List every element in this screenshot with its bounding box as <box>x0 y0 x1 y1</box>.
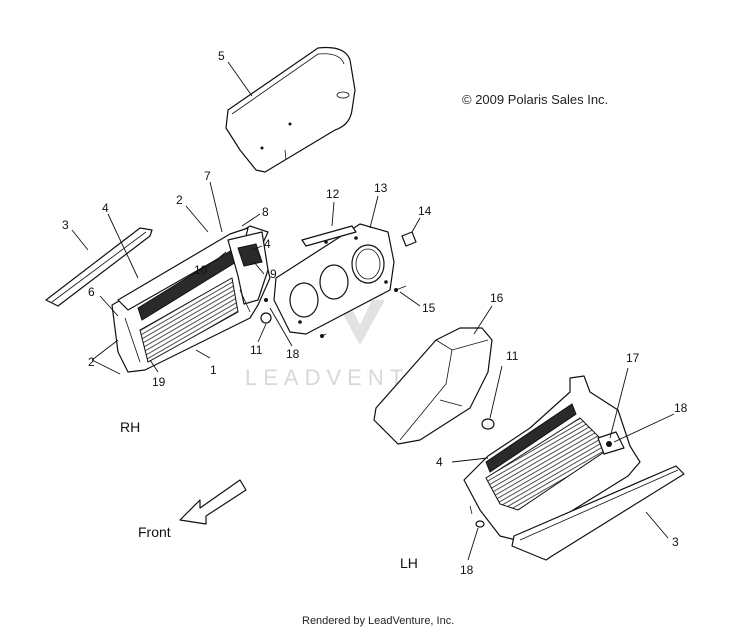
callout-9: 9 <box>270 267 277 281</box>
part-18-lh-fastener <box>475 520 485 528</box>
callout-10: 10 <box>194 263 208 277</box>
callout-3-lh: 3 <box>672 535 679 549</box>
part-3-rh-trim-strip <box>45 227 153 307</box>
callout-17: 17 <box>626 351 640 365</box>
part-15-screws <box>320 285 407 338</box>
lh-dash-panel <box>463 375 641 541</box>
callout-6: 6 <box>88 285 95 299</box>
callout-8: 8 <box>262 205 269 219</box>
part-16-storage-cover <box>373 327 493 445</box>
callout-18-lh-right: 18 <box>674 401 688 415</box>
callout-2-rh-bottom: 2 <box>88 355 95 369</box>
part-5-cover-panel <box>225 46 356 173</box>
callout-2-rh-top: 2 <box>176 193 183 207</box>
callout-14: 14 <box>418 204 432 218</box>
callout-11-rh: 11 <box>250 343 263 357</box>
callout-7: 7 <box>204 169 211 183</box>
callout-5: 5 <box>218 49 225 63</box>
part-11-lh-grommet <box>481 418 495 430</box>
part-12-decal <box>301 225 357 247</box>
callout-4-rh-top: 4 <box>102 201 109 215</box>
callout-11-lh: 11 <box>506 349 519 363</box>
callout-4-lh: 4 <box>436 455 443 469</box>
front-direction-arrow <box>179 479 247 525</box>
lh-label: LH <box>400 555 418 571</box>
callout-19: 19 <box>152 375 166 389</box>
callout-4-rh-mid: 4 <box>264 237 271 251</box>
part-13-gauge-bezel <box>273 223 395 335</box>
leader-lines <box>71 61 675 561</box>
callout-3-rh: 3 <box>62 218 69 232</box>
callout-16: 16 <box>490 291 504 305</box>
copyright-notice: © 2009 Polaris Sales Inc. <box>462 92 608 107</box>
rh-dash-panel <box>111 225 272 373</box>
callout-15: 15 <box>422 301 436 315</box>
rh-label: RH <box>120 419 140 435</box>
front-label: Front <box>138 524 171 540</box>
part-3-lh-trim-strip <box>511 465 685 561</box>
callout-18-rh: 18 <box>286 347 300 361</box>
part-14-label <box>401 231 417 247</box>
callout-1: 1 <box>210 363 217 377</box>
callout-12: 12 <box>326 187 340 201</box>
footer-credit: Rendered by LeadVenture, Inc. <box>302 615 454 627</box>
callout-18-lh-bottom: 18 <box>460 563 474 577</box>
callout-13: 13 <box>374 181 388 195</box>
callout-labels: 5 3 4 2 7 8 4 10 9 6 2 19 1 11 18 12 13 … <box>62 49 688 577</box>
